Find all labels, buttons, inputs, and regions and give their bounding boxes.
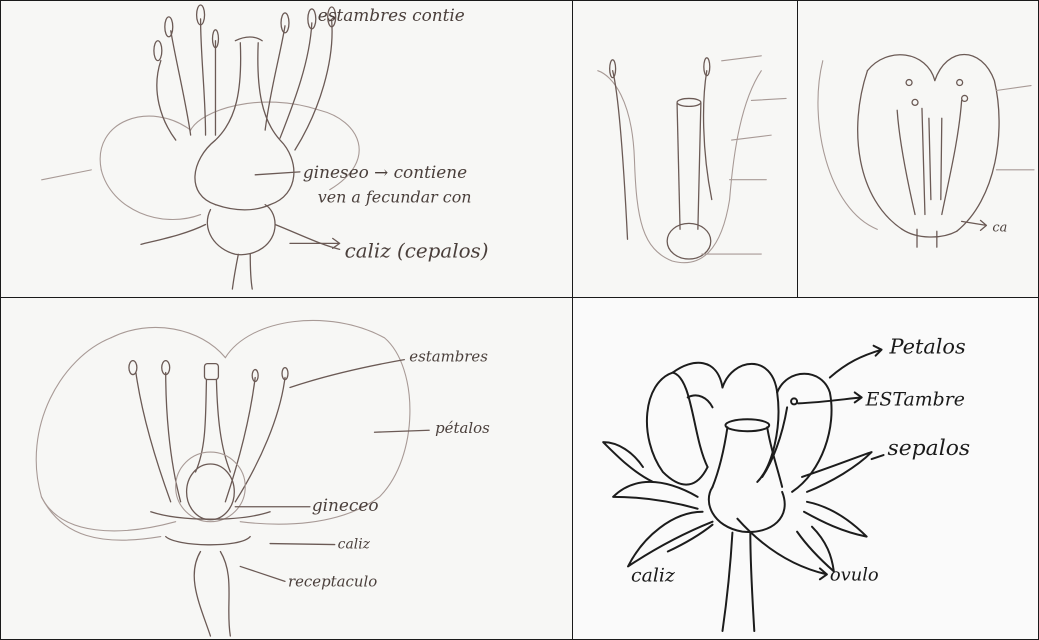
- label-caliz: caliz: [631, 564, 676, 586]
- flower-drawing-2: estambres pétalos gineceo caliz receptac…: [1, 298, 572, 639]
- label-sepalos: sepalos: [888, 436, 971, 461]
- label-caliz: caliz (cepalos): [345, 239, 489, 262]
- label-gineseo-line1: gineseo → contiene: [303, 162, 467, 182]
- label-estambres: estambres: [409, 348, 488, 366]
- label-gineseo-line2: ven a fecundar con: [318, 188, 472, 207]
- label-petalos: pétalos: [435, 419, 490, 437]
- label-caliz: caliz: [338, 537, 371, 553]
- panel-ink-flower-diagram: Petalos ESTambre sepalos caliz ovulo: [572, 297, 1039, 640]
- panel-pistil-sketch: [572, 0, 798, 298]
- panel-flower-sketch-1: estambres contie gineseo → contiene ven …: [0, 0, 573, 298]
- label-ca: ca: [992, 220, 1007, 235]
- bell-flower-drawing: ca: [798, 1, 1038, 297]
- panel-flower-sketch-2: estambres pétalos gineceo caliz receptac…: [0, 297, 573, 640]
- pistil-drawing: [573, 1, 797, 297]
- flower-drawing-1: estambres contie gineseo → contiene ven …: [1, 1, 572, 297]
- label-gineceo: gineceo: [312, 495, 379, 515]
- label-estambre: ESTambre: [865, 388, 965, 410]
- label-estambres: estambres contie: [318, 5, 465, 25]
- label-ovulo: ovulo: [830, 564, 879, 585]
- panel-bell-flower-sketch: ca: [797, 0, 1039, 298]
- ink-flower-drawing: Petalos ESTambre sepalos caliz ovulo: [573, 298, 1038, 639]
- label-receptaculo: receptaculo: [288, 572, 377, 590]
- label-petalos: Petalos: [889, 335, 966, 359]
